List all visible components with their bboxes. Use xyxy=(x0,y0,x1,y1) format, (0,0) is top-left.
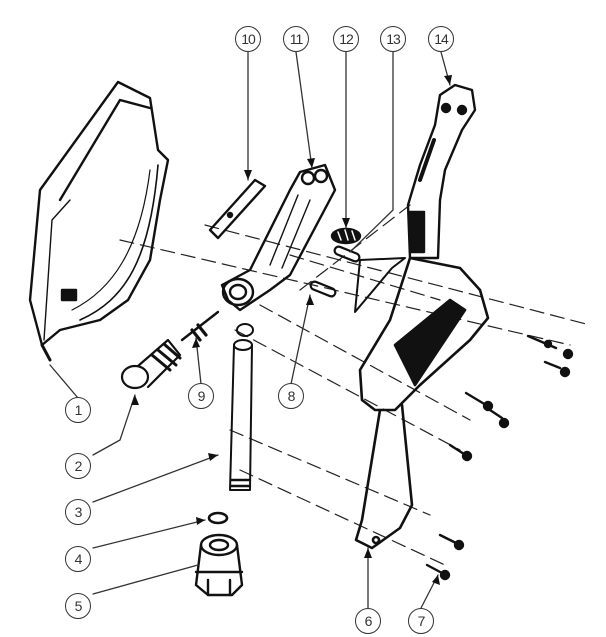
callout-8: 8 xyxy=(278,383,304,409)
part-3-tube xyxy=(229,323,254,491)
callout-9: 9 xyxy=(188,383,214,409)
part-12-spring xyxy=(330,227,362,245)
part-14-safety-latch xyxy=(406,83,477,260)
part-13-pin xyxy=(333,245,361,263)
callout-5: 5 xyxy=(65,593,91,619)
callout-4: 4 xyxy=(65,546,91,572)
callout-14: 14 xyxy=(428,26,454,52)
callout-6: 6 xyxy=(355,608,381,634)
part-9-valve-stem xyxy=(180,310,220,342)
part-8-pin xyxy=(309,280,337,298)
callout-1: 1 xyxy=(65,397,91,423)
part-6-handle-housing xyxy=(354,256,490,550)
part-11-valve-body xyxy=(220,163,337,312)
screw xyxy=(543,360,571,378)
callout-11: 11 xyxy=(283,26,309,52)
part-1-trigger-lever xyxy=(28,80,170,362)
part-4-o-ring xyxy=(207,511,229,525)
callout-10: 10 xyxy=(235,26,261,52)
part-10-plate xyxy=(208,178,267,240)
part-7-screws xyxy=(425,334,574,581)
callout-3: 3 xyxy=(65,499,91,525)
assembly-axes xyxy=(119,204,591,566)
screw xyxy=(464,391,510,429)
part-2-valve-cartridge xyxy=(120,338,182,390)
leader-lines xyxy=(49,51,451,609)
callout-7: 7 xyxy=(408,608,434,634)
callout-13: 13 xyxy=(380,26,406,52)
screw xyxy=(448,443,473,462)
callout-12: 12 xyxy=(333,26,359,52)
screw xyxy=(526,334,574,360)
screw xyxy=(438,533,465,551)
callout-2: 2 xyxy=(65,453,91,479)
leader-arrowheads xyxy=(131,75,452,585)
screw xyxy=(425,563,451,581)
part-5-hex-nut xyxy=(194,533,244,597)
